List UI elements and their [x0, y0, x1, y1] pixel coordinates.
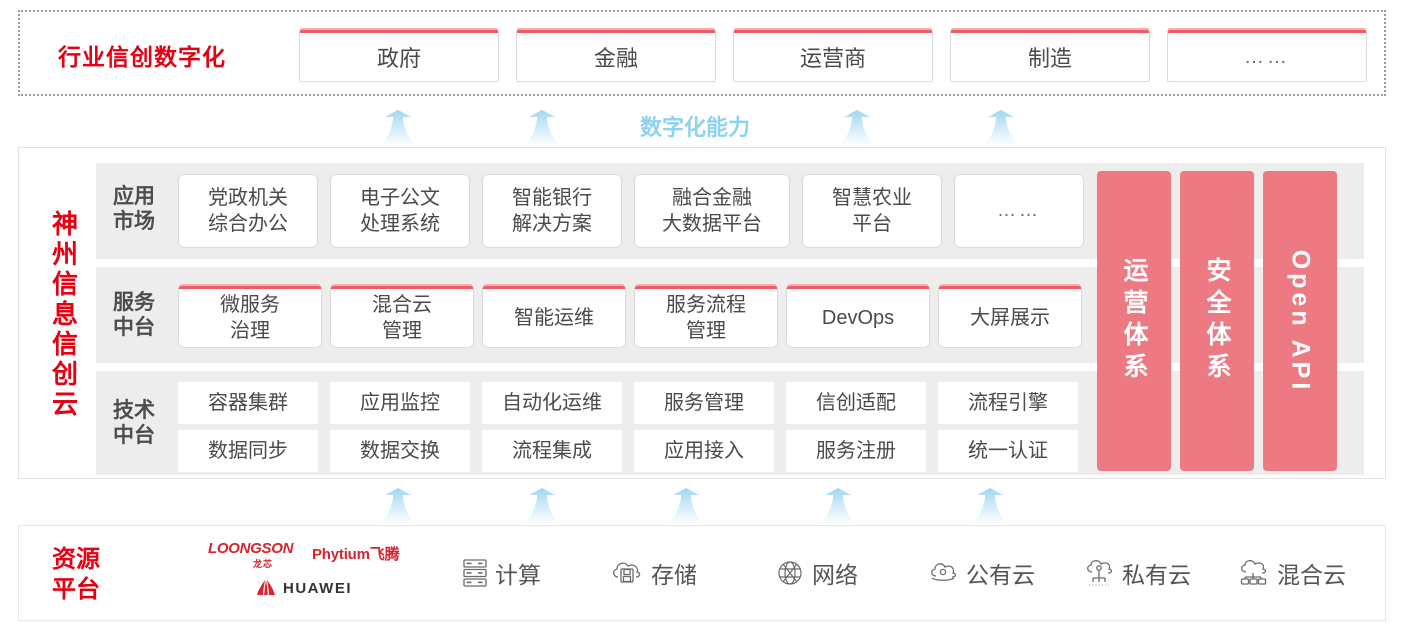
pillar-label: 运营体系 — [1120, 257, 1148, 385]
pillar-open-api[interactable]: Open API — [1263, 171, 1337, 471]
service-cell[interactable]: 混合云 管理 — [330, 286, 474, 348]
phytium-logo: Phytium飞腾 — [312, 546, 400, 563]
private-cloud-icon — [1087, 560, 1113, 586]
tech-cell[interactable]: 信创适配 — [786, 382, 926, 424]
tech-cell[interactable]: 数据同步 — [178, 430, 318, 472]
industry-box-manufacturing[interactable]: 制造 — [950, 30, 1150, 82]
resource-item-label: 计算 — [495, 562, 541, 588]
industry-box-operator[interactable]: 运营商 — [733, 30, 933, 82]
resource-title: 资源 平台 — [52, 546, 100, 603]
public-cloud-icon — [931, 563, 957, 581]
industry-box-finance[interactable]: 金融 — [516, 30, 716, 82]
resource-item-label: 公有云 — [966, 562, 1035, 588]
hybrid-cloud-icon — [1240, 560, 1267, 585]
loongson-logo: LOONGSON 龙芯 — [208, 540, 294, 569]
tech-cell[interactable]: 自动化运维 — [482, 382, 622, 424]
resource-item-public-cloud[interactable]: 公有云 — [927, 552, 1035, 594]
tech-cell[interactable]: 流程引擎 — [938, 382, 1078, 424]
industry-band — [18, 10, 1386, 96]
server-icon — [463, 559, 487, 587]
service-cell[interactable]: 微服务 治理 — [178, 286, 322, 348]
industry-title: 行业信创数字化 — [58, 44, 226, 70]
industry-box-label: …… — [1244, 45, 1290, 68]
resource-item-network[interactable]: 网络 — [775, 552, 858, 594]
industry-box-label: 政府 — [376, 46, 421, 71]
app-cell-more[interactable]: …… — [954, 174, 1084, 248]
industry-box-government[interactable]: 政府 — [299, 30, 499, 82]
tech-cell[interactable]: 服务注册 — [786, 430, 926, 472]
capability-arrow-up-icon — [980, 110, 1022, 146]
resource-panel — [18, 525, 1386, 621]
resource-item-private-cloud[interactable]: 私有云 — [1083, 552, 1191, 594]
resource-item-label: 存储 — [651, 562, 697, 588]
service-cell[interactable]: 大屏展示 — [938, 286, 1082, 348]
resource-arrow-up-icon — [817, 488, 859, 524]
resource-item-compute[interactable]: 计算 — [462, 552, 541, 594]
tech-cell[interactable]: 应用监控 — [330, 382, 470, 424]
cloud-title: 神州信息信创云 — [48, 210, 79, 420]
industry-box-label: 运营商 — [799, 46, 866, 71]
resource-arrow-up-icon — [665, 488, 707, 524]
tech-cell[interactable]: 服务管理 — [634, 382, 774, 424]
industry-box-label: 制造 — [1027, 46, 1072, 71]
service-cell[interactable]: 智能运维 — [482, 286, 626, 348]
resource-arrow-up-icon — [521, 488, 563, 524]
pillar-label: 安全体系 — [1203, 257, 1231, 385]
capability-arrow-up-icon — [836, 110, 878, 146]
row-label-service: 服务 中台 — [113, 291, 155, 339]
tech-cell[interactable]: 应用接入 — [634, 430, 774, 472]
tech-cell[interactable]: 数据交换 — [330, 430, 470, 472]
resource-item-storage[interactable]: 存储 — [610, 552, 697, 594]
tech-cell[interactable]: 统一认证 — [938, 430, 1078, 472]
tech-cell[interactable]: 容器集群 — [178, 382, 318, 424]
capability-arrow-up-icon — [377, 110, 419, 146]
industry-box-more[interactable]: …… — [1167, 30, 1367, 82]
capability-label: 数字化能力 — [640, 115, 751, 140]
pillar-operations[interactable]: 运营体系 — [1097, 171, 1171, 471]
row-label-app-market: 应用 市场 — [113, 185, 155, 233]
app-cell[interactable]: 智慧农业 平台 — [802, 174, 942, 248]
resource-arrow-up-icon — [377, 488, 419, 524]
huawei-logo: HUAWEI — [255, 576, 415, 600]
pillar-security[interactable]: 安全体系 — [1180, 171, 1254, 471]
app-cell[interactable]: 融合金融 大数据平台 — [634, 174, 790, 248]
capability-arrow-up-icon — [521, 110, 563, 146]
network-globe-icon — [778, 561, 802, 585]
resource-item-label: 网络 — [812, 562, 858, 588]
pillar-label: Open API — [1286, 249, 1315, 393]
huawei-flower-icon — [257, 580, 275, 595]
service-cell[interactable]: 服务流程 管理 — [634, 286, 778, 348]
resource-item-label: 混合云 — [1277, 562, 1346, 588]
app-cell[interactable]: 电子公文 处理系统 — [330, 174, 470, 248]
app-cell[interactable]: 党政机关 综合办公 — [178, 174, 318, 248]
cloud-storage-icon — [613, 562, 641, 583]
resource-item-hybrid-cloud[interactable]: 混合云 — [1236, 552, 1346, 594]
service-cell-devops[interactable]: DevOps — [786, 286, 930, 348]
app-cell[interactable]: 智能银行 解决方案 — [482, 174, 622, 248]
resource-item-label: 私有云 — [1122, 562, 1191, 588]
industry-box-label: 金融 — [593, 46, 638, 71]
resource-arrow-up-icon — [969, 488, 1011, 524]
tech-cell[interactable]: 流程集成 — [482, 430, 622, 472]
row-label-tech: 技术 中台 — [113, 399, 155, 447]
